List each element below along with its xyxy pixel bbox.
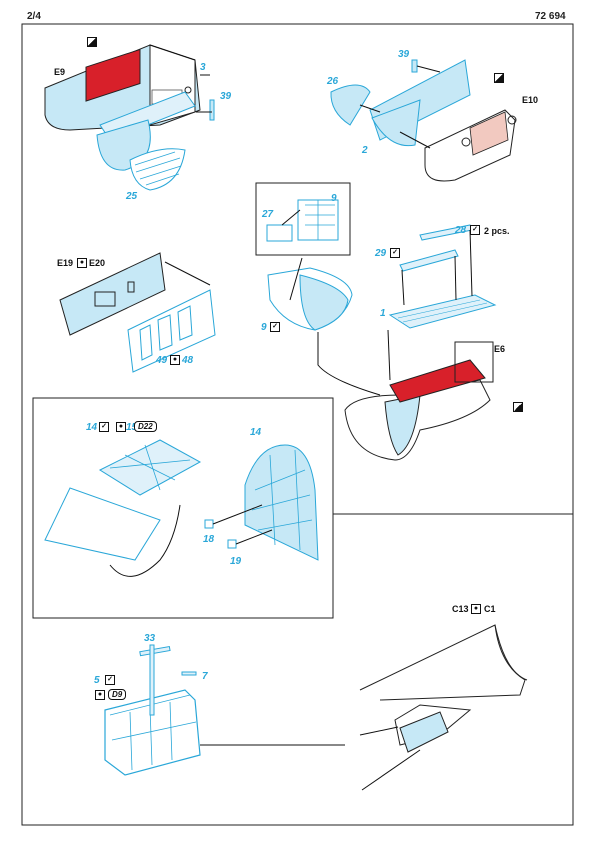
label-e19: E19 [57,258,74,268]
label-part-49: 49 [156,355,168,366]
page-number: 2/4 [27,11,41,22]
glue-icon: ● [471,604,481,614]
fold-icon: ✓ [270,322,280,332]
glue-icon: ● [77,258,87,268]
label-c13: C13 [452,604,469,614]
c13-c1-assembly [359,624,528,791]
label-part-1: 1 [380,308,386,319]
label-e10: E10 [522,95,539,105]
label-part-27: 27 [262,209,274,220]
fold-icon: ✓ [99,422,109,432]
label-part-9-b: 9 [261,322,267,333]
part-5-33-assembly [104,644,345,776]
paint-icon [494,73,504,83]
e19-e20-panel-assembly [59,252,216,373]
part-14-assembly [44,439,319,577]
label-d9: D9 [108,689,127,700]
label-part-19: 19 [230,556,242,567]
label-part-9-a: 9 [331,193,337,204]
label-part-48: 48 [182,355,194,366]
label-part-39-a: 39 [220,91,232,102]
label-part-14-a: 14 [86,422,98,433]
label-part-14-b: 14 [250,427,262,438]
kit-code: 72 694 [535,11,566,22]
label-part-7: 7 [202,671,208,682]
label-c1: C1 [484,604,496,614]
label-d22: D22 [134,421,157,432]
label-part-28: 28 [455,225,467,236]
fold-icon: ✓ [470,225,480,235]
fold-icon: ✓ [105,675,115,685]
label-part-5: 5 [94,675,100,686]
paint-icon [513,402,523,412]
label-e20: E20 [89,258,106,268]
glue-icon: ● [170,355,180,365]
label-e9: E9 [54,67,66,77]
e9-panel-assembly [44,44,215,191]
glue-icon: ● [95,690,105,700]
fold-icon: ✓ [390,248,400,258]
label-part-29: 29 [375,248,387,259]
label-part-39-b: 39 [398,49,410,60]
glue-icon: ● [116,422,126,432]
label-part-25: 25 [126,191,138,202]
label-part-3: 3 [200,62,206,73]
part-9-27-assembly [255,182,381,396]
label-part-18: 18 [203,534,215,545]
label-part-26: 26 [327,76,339,87]
e6-floor-assembly [344,224,497,461]
e10-panel-assembly [330,59,517,182]
label-e6: E6 [494,344,506,354]
paint-icon [87,37,97,47]
label-2-pcs: 2 pcs. [484,226,510,236]
label-part-33: 33 [144,633,156,644]
label-part-2: 2 [362,145,368,156]
label-part-15: 15 [126,422,138,433]
